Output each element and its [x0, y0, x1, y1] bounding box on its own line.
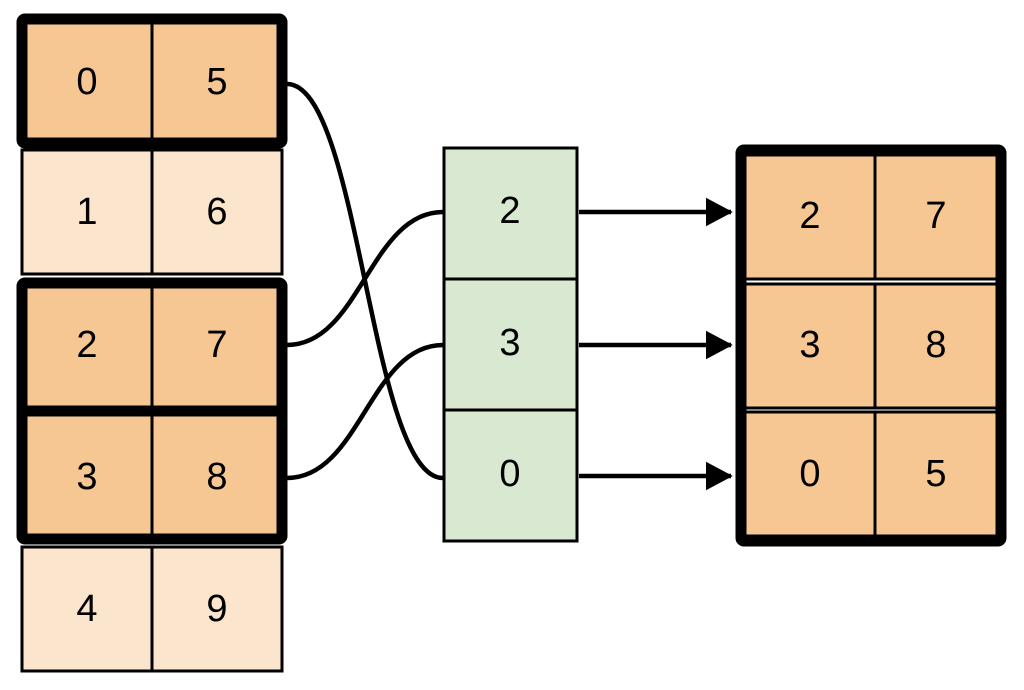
result-cell-r0c1-value: 7: [925, 195, 946, 237]
result-cell-r0c0-value: 2: [799, 195, 820, 237]
index-cell-r0[interactable]: [442, 146, 579, 281]
index-cell-r2[interactable]: [442, 408, 579, 543]
source-array: 0 5 1 6 2 7 3 8 4 9: [16, 13, 288, 673]
source-cell-r4c0[interactable]: [20, 545, 154, 673]
source-cell-r2c0-value: 2: [76, 324, 97, 366]
curve-links-group: [284, 81, 446, 481]
source-cell-r2c1[interactable]: [150, 281, 284, 409]
source-cell-r1c1-value: 6: [206, 191, 227, 233]
index-cell-r2-value: 0: [499, 453, 520, 495]
curve-link-row3-to-index1: [284, 342, 446, 481]
curve-link-row2-to-index0: [284, 209, 446, 348]
result-cell-r2c0-value: 0: [799, 453, 820, 495]
source-cell-r3c1[interactable]: [150, 413, 284, 541]
source-cell-r4c1[interactable]: [150, 545, 284, 673]
index-cell-r0-value: 2: [499, 190, 520, 232]
source-cell-r1c1[interactable]: [150, 148, 284, 276]
arrow-links-group: [579, 197, 733, 491]
result-cell-r2c0[interactable]: [743, 410, 877, 538]
source-cell-r3c1-value: 8: [206, 456, 227, 498]
index-cell-r1-value: 3: [499, 322, 520, 364]
source-cell-r0c0-value: 0: [76, 61, 97, 103]
result-cell-r0c0[interactable]: [743, 153, 877, 281]
result-cell-r2c1-value: 5: [925, 453, 946, 495]
result-cell-r1c0[interactable]: [743, 282, 877, 410]
result-array: 2 7 3 8 0 5: [735, 144, 1007, 547]
source-cell-r4c1-value: 9: [206, 588, 227, 630]
source-cell-r4c0-value: 4: [76, 588, 97, 630]
result-cell-r2c1[interactable]: [873, 410, 999, 538]
index-array: 2 3 0: [442, 146, 579, 543]
source-cell-r1c0[interactable]: [20, 148, 154, 276]
result-cell-r1c1[interactable]: [873, 282, 999, 410]
source-cell-r2c1-value: 7: [206, 324, 227, 366]
source-cell-r3c0-value: 3: [76, 456, 97, 498]
result-cell-r1c0-value: 3: [799, 324, 820, 366]
source-row-0-highlight: [16, 13, 288, 149]
index-cell-r1[interactable]: [442, 277, 579, 412]
source-cell-r0c1-value: 5: [206, 61, 227, 103]
source-cell-r0c0[interactable]: [20, 17, 154, 145]
result-cell-r1c1-value: 8: [925, 324, 946, 366]
result-table-highlight: [735, 144, 1007, 547]
source-cell-r0c1[interactable]: [150, 17, 284, 145]
source-cell-r1c0-value: 1: [76, 191, 97, 233]
